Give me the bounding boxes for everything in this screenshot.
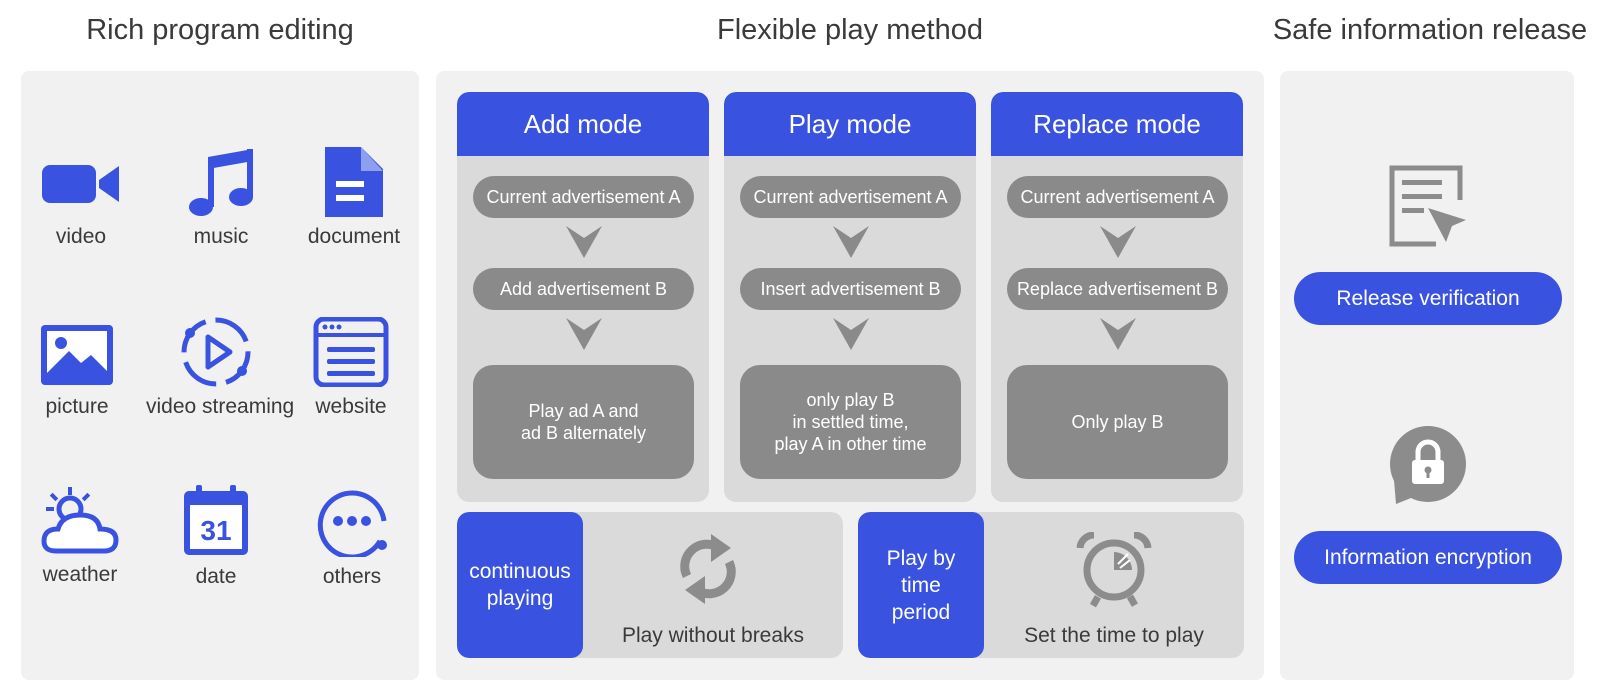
program-type-date[interactable]: 31 date [146, 485, 286, 589]
play-option-continuous: continuous playing Play without breaks [457, 512, 843, 658]
down-arrow-icon [833, 226, 869, 258]
mode-step-current: Current advertisement A [473, 176, 694, 218]
calendar-day: 31 [200, 515, 231, 546]
play-option-time-period: Play by time period Set the time to play [858, 512, 1244, 658]
calendar-icon: 31 [184, 485, 248, 555]
down-arrow-icon [566, 226, 602, 258]
program-type-video-streaming[interactable]: video streaming [146, 317, 295, 419]
information-encryption-button[interactable]: Information encryption [1294, 531, 1562, 584]
mode-step-current: Current advertisement A [1007, 176, 1228, 218]
program-type-label: music [193, 225, 249, 248]
weather-icon [41, 487, 119, 554]
mode-step-new: Insert advertisement B [740, 268, 961, 310]
program-type-weather[interactable]: weather [10, 485, 150, 587]
program-type-label: video streaming [146, 395, 295, 418]
document-icon [325, 147, 383, 217]
down-arrow-icon [1100, 318, 1136, 350]
picture-icon [41, 325, 113, 385]
video-camera-icon [42, 165, 119, 203]
play-option-tag: Play by time period [858, 512, 984, 658]
mode-title: Replace mode [991, 92, 1243, 156]
mode-card-play: Play mode Current advertisement A Insert… [724, 92, 976, 502]
video-streaming-icon [181, 317, 251, 387]
mode-step-current: Current advertisement A [740, 176, 961, 218]
program-type-others[interactable]: others [282, 485, 422, 589]
mode-card-replace: Replace mode Current advertisement A Rep… [991, 92, 1243, 502]
section-title-program-editing: Rich program editing [86, 14, 354, 46]
program-type-label: others [322, 565, 382, 588]
mode-step-new: Add advertisement B [473, 268, 694, 310]
play-option-tag: continuous playing [457, 512, 583, 658]
information-release-panel [1280, 71, 1574, 680]
loop-icon [680, 534, 736, 604]
section-title-play-method: Flexible play method [717, 14, 983, 46]
lock-chat-icon [1390, 426, 1466, 504]
play-option-caption: Play without breaks [621, 624, 805, 647]
music-note-icon [189, 149, 253, 216]
program-type-picture[interactable]: picture [7, 317, 147, 419]
alarm-clock-icon [1076, 532, 1152, 608]
program-type-video[interactable]: video [11, 147, 151, 249]
program-type-label: document [307, 225, 401, 248]
more-icon [317, 490, 387, 557]
down-arrow-icon [1100, 226, 1136, 258]
program-type-document[interactable]: document [284, 147, 424, 249]
document-send-icon [1389, 165, 1466, 247]
mode-title: Add mode [457, 92, 709, 156]
down-arrow-icon [566, 318, 602, 350]
mode-result: only play B in settled time, play A in o… [740, 365, 961, 479]
program-type-label: picture [45, 395, 109, 418]
mode-result: Play ad A and ad B alternately [473, 365, 694, 479]
play-option-caption: Set the time to play [1024, 624, 1204, 647]
program-editing-panel: video music document picture [21, 71, 419, 680]
program-type-label: date [195, 565, 237, 588]
website-icon [313, 317, 389, 387]
mode-result: Only play B [1007, 365, 1228, 479]
program-type-label: weather [42, 563, 118, 586]
release-verification-button[interactable]: Release verification [1294, 272, 1562, 325]
program-type-label: website [315, 395, 387, 418]
program-type-music[interactable]: music [151, 147, 291, 249]
section-title-information-release: Safe information release [1272, 14, 1588, 46]
program-type-website[interactable]: website [281, 317, 421, 419]
mode-card-add: Add mode Current advertisement A Add adv… [457, 92, 709, 502]
mode-step-new: Replace advertisement B [1007, 268, 1228, 310]
mode-title: Play mode [724, 92, 976, 156]
down-arrow-icon [833, 318, 869, 350]
program-type-label: video [55, 225, 107, 248]
